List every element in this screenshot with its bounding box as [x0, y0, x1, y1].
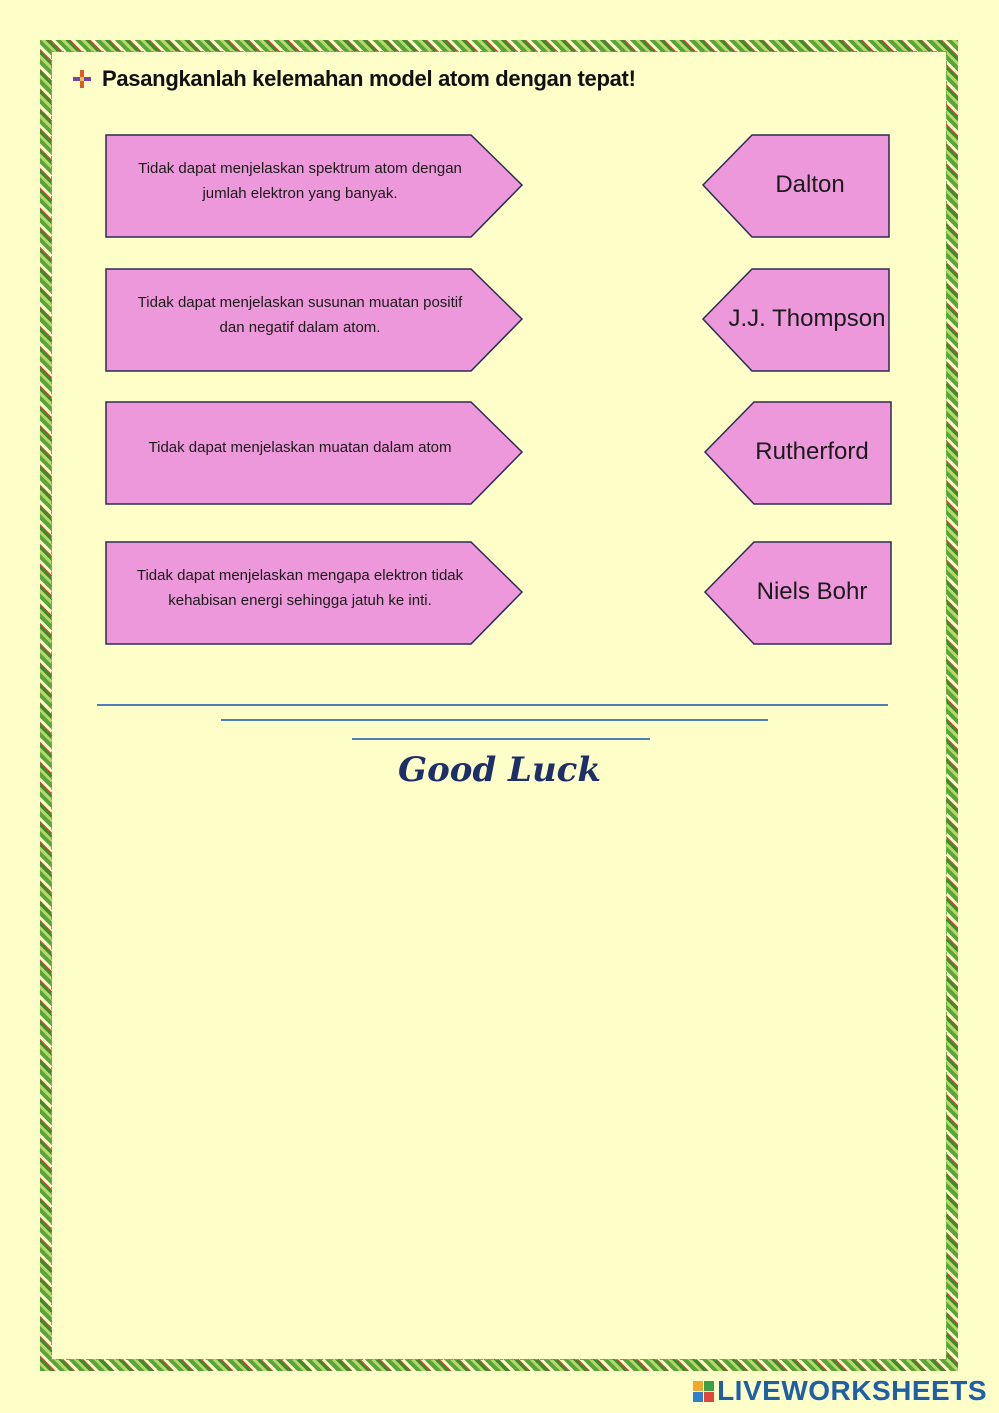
instruction-title: Pasangkanlah kelemahan model atom dengan… [102, 66, 636, 92]
instruction-header: Pasangkanlah kelemahan model atom dengan… [72, 64, 636, 94]
weakness-card-2[interactable]: Tidak dapat menjelaskan susunan muatan p… [105, 268, 525, 373]
scientist-label-4: Niels Bohr [757, 578, 868, 606]
divider-line-3 [352, 738, 650, 740]
weakness-text-2: Tidak dapat menjelaskan susunan muatan p… [135, 290, 465, 340]
weakness-text-3: Tidak dapat menjelaskan muatan dalam ato… [115, 435, 485, 460]
brand-name: LIVEWORKSHEETS [717, 1375, 987, 1407]
divider-line-2 [221, 719, 768, 721]
liveworksheets-logo: LIVEWORKSHEETS [693, 1375, 987, 1407]
weakness-card-3[interactable]: Tidak dapat menjelaskan muatan dalam ato… [105, 401, 525, 506]
scientist-label-3: Rutherford [755, 438, 868, 466]
weakness-card-1[interactable]: Tidak dapat menjelaskan spektrum atom de… [105, 134, 525, 239]
scientist-card-dalton[interactable]: Dalton [700, 134, 892, 239]
scientist-label-1: Dalton [775, 171, 844, 199]
scientist-card-rutherford[interactable]: Rutherford [702, 401, 894, 506]
weakness-card-4[interactable]: Tidak dapat menjelaskan mengapa elektron… [105, 541, 525, 646]
scientist-card-thompson[interactable]: J.J. Thompson [700, 268, 892, 373]
divider-line-1 [97, 704, 888, 706]
weakness-text-4: Tidak dapat menjelaskan mengapa elektron… [125, 563, 475, 613]
bullet-plus-icon [72, 69, 92, 89]
scientist-card-bohr[interactable]: Niels Bohr [702, 541, 894, 646]
good-luck-text: Good Luck [0, 750, 999, 790]
scientist-label-2: J.J. Thompson [729, 305, 886, 333]
weakness-text-1: Tidak dapat menjelaskan spektrum atom de… [115, 156, 485, 206]
brand-grid-icon [693, 1381, 714, 1402]
